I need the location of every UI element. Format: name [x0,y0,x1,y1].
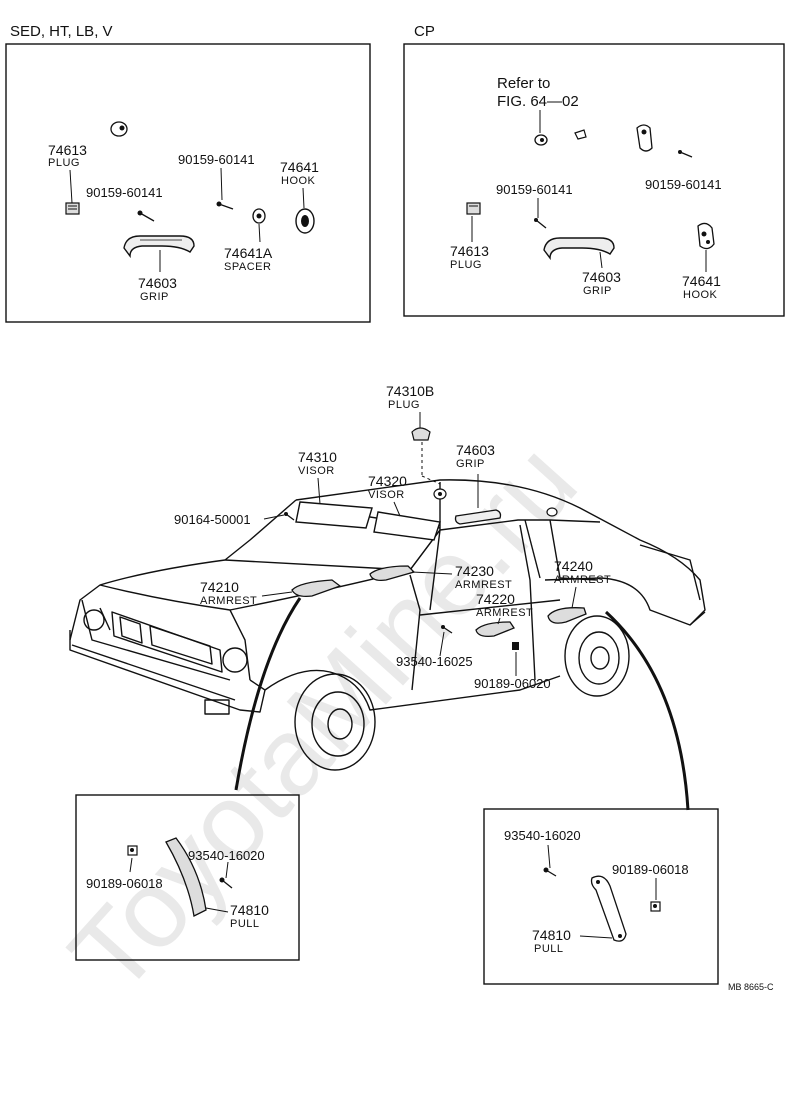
screw-icon [650,901,661,912]
grip-part-icon [543,237,615,261]
callout-armrest-d-name: ARMREST [476,607,533,619]
callout-inset-left-screw-b: 90189-06018 [86,876,163,891]
callout-sed-spacer-name: SPACER [224,261,271,273]
visor-part-icon [295,501,373,529]
callout-sed-hook-name: HOOK [281,175,316,187]
pull-part-icon [165,837,207,917]
plug-part-icon [65,202,80,215]
screw-icon [678,150,693,158]
callout-visor-right-name: VISOR [368,489,405,501]
callout-plug-top-name: PLUG [388,399,420,411]
callout-inset-left-pull-number: 74810 [230,902,269,918]
callout-visor-right-number: 74320 [368,473,407,489]
screw-icon [512,642,519,650]
inset-right [483,808,719,985]
screw-icon [534,218,547,229]
grip-part-icon [454,509,502,525]
armrest-part-icon [475,621,515,638]
callout-cp-plug-number: 74613 [450,243,489,259]
armrest-part-icon [291,579,342,598]
screw-icon [137,210,155,222]
plug-part-icon [110,121,128,137]
callout-sed-screw-a: 90159-60141 [178,152,255,167]
screw-icon [216,201,234,210]
clip-part-icon [574,129,587,140]
callout-screw-90189-main: 90189-06020 [474,676,551,691]
callout-armrest-d-number: 74220 [476,591,515,607]
callout-inset-right-pull-number: 74810 [532,927,571,943]
callout-visor-left-number: 74310 [298,449,337,465]
callout-visor-left-name: VISOR [298,465,335,477]
callout-armrest-a-name: ARMREST [200,595,257,607]
callout-sed-plug-name: PLUG [48,157,80,169]
callout-screw-93540-main: 93540-16025 [396,654,473,669]
figure-code: MB 8665-C [728,982,774,992]
callout-armrest-b-name: ARMREST [455,579,512,591]
callout-sed-hook-number: 74641 [280,159,319,175]
armrest-part-icon [547,607,587,624]
hook-part-icon [697,222,715,250]
callout-armrest-b-number: 74230 [455,563,494,579]
clip-part-icon [433,488,447,500]
variant-header-right: CP [414,23,435,40]
callout-armrest-c-name: ARMREST [554,574,611,586]
callout-screw-visor: 90164-50001 [174,512,251,527]
panel-cp [403,43,785,317]
callout-grip-main-name: GRIP [456,458,485,470]
callout-plug-top-number: 74310B [386,383,434,399]
callout-inset-right-screw-b: 90189-06018 [612,862,689,877]
callout-cp-screw-b: 90159-60141 [645,177,722,192]
variant-header-left: SED, HT, LB, V [10,23,113,40]
clip-part-icon [534,134,548,146]
callout-sed-grip-name: GRIP [140,291,169,303]
plug-part-icon [411,427,431,441]
visor-part-icon [373,511,441,541]
callout-grip-main-number: 74603 [456,442,495,458]
screw-icon [441,625,453,634]
hook-part-icon [295,208,315,234]
inset-left [75,794,300,961]
spacer-part-icon [252,208,266,224]
callout-sed-spacer-number: 74641A [224,245,273,261]
pull-part-icon [590,875,627,942]
callout-inset-right-screw-a: 93540-16020 [504,828,581,843]
callout-cp-grip-name: GRIP [583,285,612,297]
screw-icon [284,512,295,521]
grip-part-icon [123,235,195,259]
plug-part-icon [466,202,481,215]
clip-part-icon [546,507,558,517]
screw-icon [543,867,557,877]
reference-note-line2: FIG. 64—02 [497,93,579,110]
panel-sed [5,43,371,323]
callout-armrest-a-number: 74210 [200,579,239,595]
screw-icon [219,877,233,889]
callout-cp-grip-number: 74603 [582,269,621,285]
callout-sed-grip-number: 74603 [138,275,177,291]
reference-note-line1: Refer to [497,75,550,92]
screw-icon [127,845,138,856]
callout-cp-hook-name: HOOK [683,289,718,301]
callout-cp-hook-number: 74641 [682,273,721,289]
bracket-part-icon [636,124,653,152]
callout-inset-right-pull-name: PULL [534,943,564,955]
lead-line-left [234,597,302,791]
callout-cp-screw-a: 90159-60141 [496,182,573,197]
callout-inset-left-screw-a: 93540-16020 [188,848,265,863]
callout-cp-plug-name: PLUG [450,259,482,271]
lead-line-right [604,610,690,811]
callout-armrest-c-number: 74240 [554,558,593,574]
callout-sed-screw-b: 90159-60141 [86,185,163,200]
callout-inset-left-pull-name: PULL [230,918,260,930]
callout-sed-plug-number: 74613 [48,142,87,158]
